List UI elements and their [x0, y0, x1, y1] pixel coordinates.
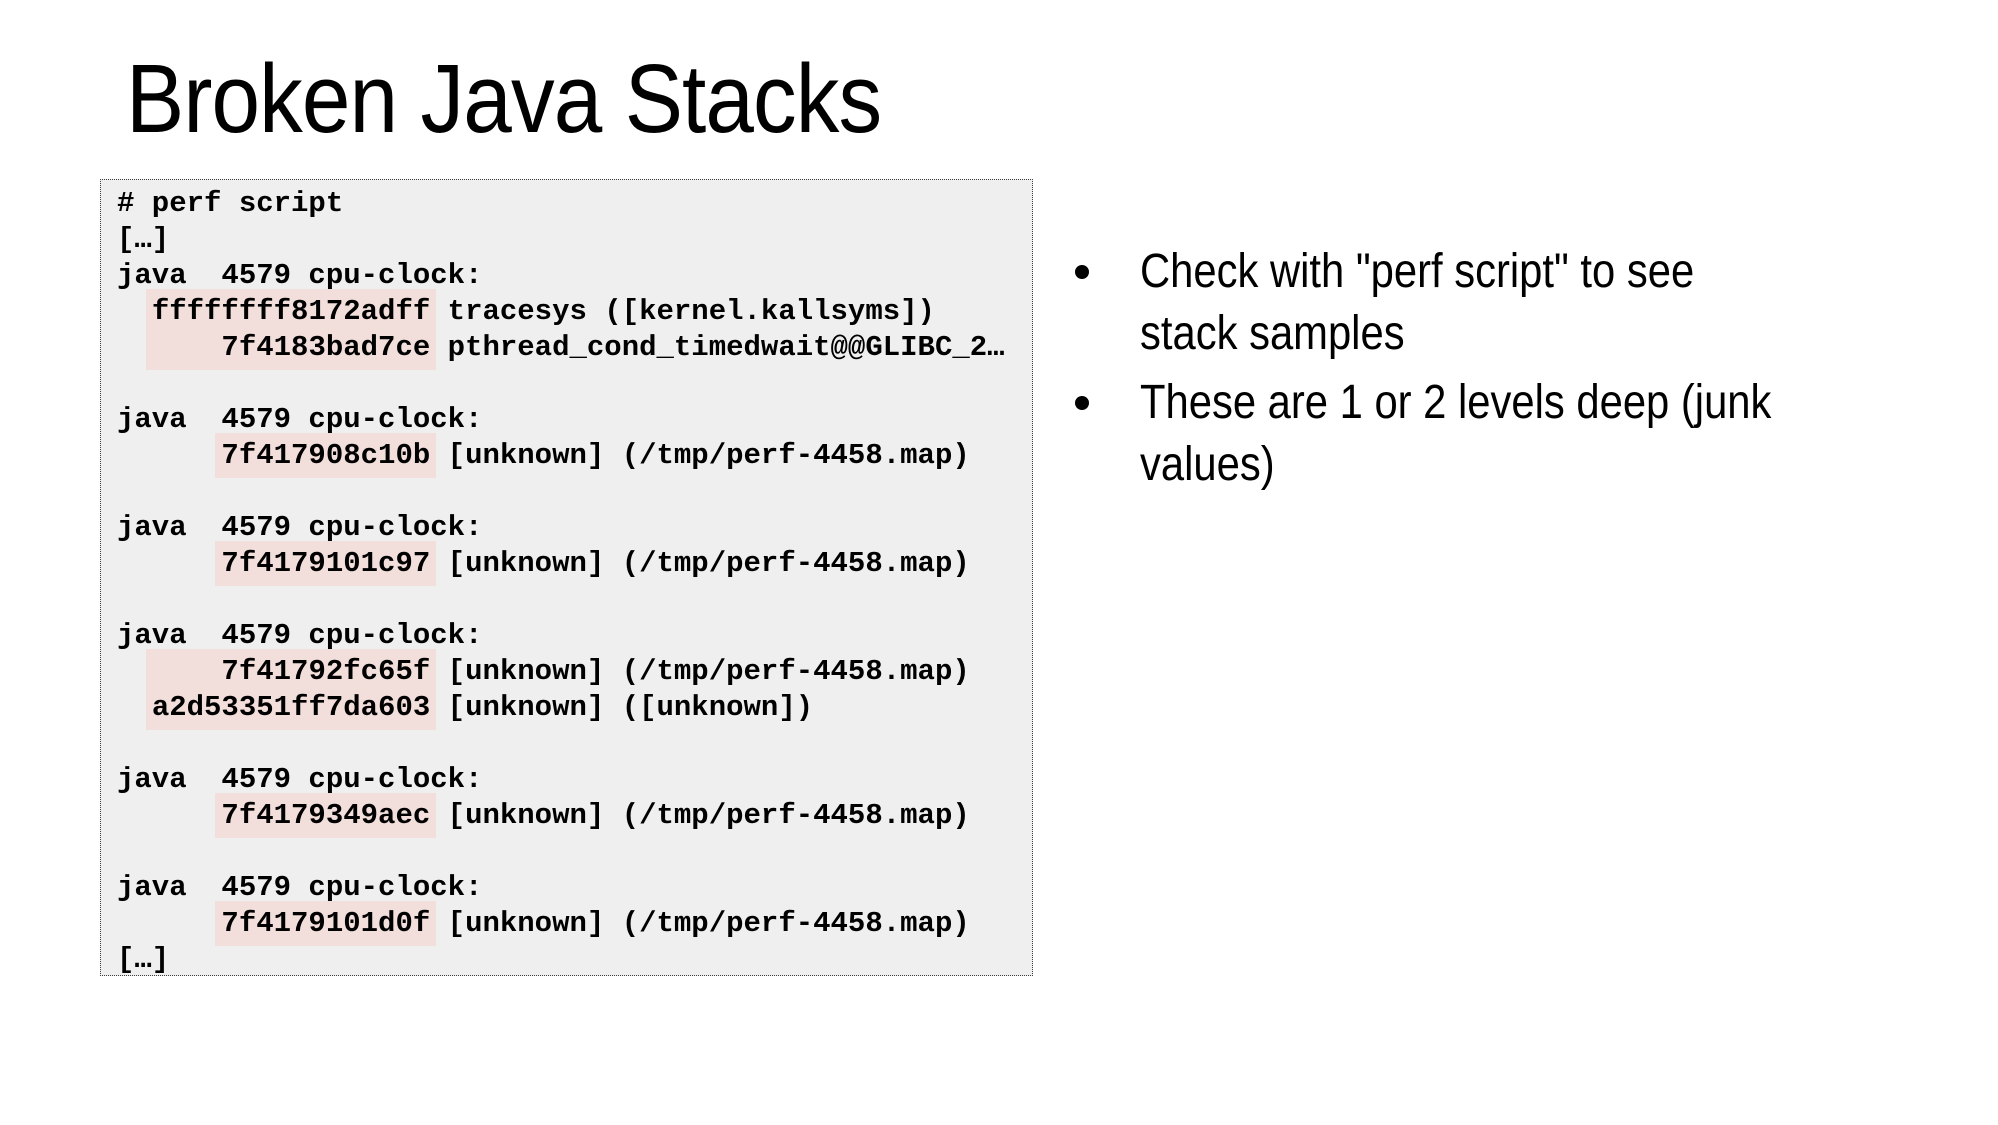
highlighted-address: 7f4179101d0f	[221, 907, 431, 940]
highlighted-address: 7f4179349aec	[221, 799, 431, 832]
bullet-item: These are 1 or 2 levels deep (junk value…	[1075, 372, 1895, 496]
highlighted-address: 7f4183bad7ce	[151, 331, 431, 364]
bullet-list: Check with "perf script" to see stack sa…	[1075, 241, 1895, 503]
highlighted-address: 7f41792fc65f	[151, 655, 431, 688]
page-title: Broken Java Stacks	[126, 44, 882, 153]
bullet-dot-icon	[1075, 265, 1089, 279]
code-text: # perf script […] java 4579 cpu-clock: f…	[117, 187, 1005, 976]
highlighted-address: 7f4179101c97	[221, 547, 431, 580]
highlighted-address: 7f417908c10b	[221, 439, 431, 472]
bullet-dot-icon	[1075, 396, 1089, 410]
highlighted-address: a2d53351ff7da603	[151, 691, 431, 724]
bullet-text: These are 1 or 2 levels deep (junk value…	[1140, 376, 1772, 491]
bullet-text: Check with "perf script" to see stack sa…	[1140, 245, 1695, 360]
highlighted-address: ffffffff8172adff	[151, 295, 431, 328]
code-panel: # perf script […] java 4579 cpu-clock: f…	[100, 179, 1033, 976]
bullet-item: Check with "perf script" to see stack sa…	[1075, 241, 1895, 365]
